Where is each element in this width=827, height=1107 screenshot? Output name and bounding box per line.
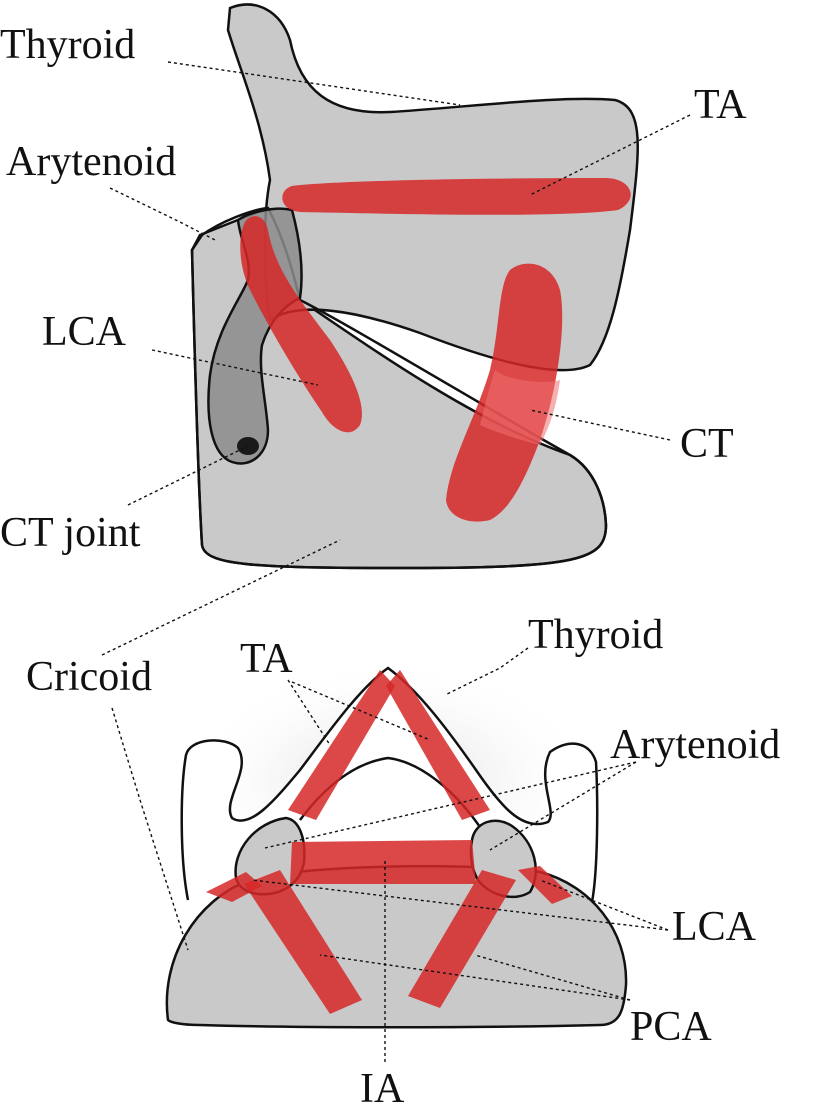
leader-lca-top-left (251, 879, 669, 931)
leader-ct-joint (127, 445, 249, 506)
pca-muscle-right-top (408, 870, 516, 1008)
label-arytenoid-top: Arytenoid (610, 722, 780, 768)
ia-muscle-top (290, 840, 476, 884)
leader-ta-top-right (291, 681, 431, 741)
lca-muscle-side (240, 216, 362, 433)
ta-muscle-side (282, 178, 631, 215)
label-lca-top: LCA (672, 904, 757, 950)
pca-muscle-left-top (244, 870, 362, 1014)
lca-muscle-left-top (206, 872, 262, 902)
label-lca-side: LCA (42, 309, 127, 355)
leader-ta-top-left (287, 679, 331, 746)
leader-ct-side (529, 409, 671, 441)
ta-muscle-right-top (386, 670, 490, 820)
lca-muscle-right-top (518, 866, 572, 904)
side-view: Thyroid TA Arytenoid LCA CT CT joint (0, 3, 747, 656)
label-ct-side: CT (680, 421, 734, 467)
leader-arytenoid-top-right (489, 761, 637, 851)
leader-lca-top-right (539, 879, 669, 931)
ta-muscle-left-top (288, 670, 395, 820)
label-cricoid-top: Cricoid (26, 654, 152, 700)
leader-pca-top-right (474, 954, 631, 1001)
label-pca-top: PCA (630, 1004, 712, 1050)
label-ta-side: TA (694, 82, 747, 128)
leader-cricoid-top (111, 707, 189, 951)
label-ta-top: TA (240, 636, 293, 682)
ct-muscle-highlight (480, 370, 560, 445)
label-thyroid-side: Thyroid (0, 22, 135, 68)
label-ct-joint: CT joint (0, 510, 141, 556)
label-ia-top: IA (360, 1066, 405, 1107)
leader-thyroid-side (167, 61, 461, 106)
leader-arytenoid-side (109, 187, 216, 241)
top-view: Cricoid TA Thyroid Arytenoid LCA PCA IA (26, 612, 780, 1107)
leader-cricoid-side (101, 539, 341, 656)
label-thyroid-top: Thyroid (528, 612, 663, 658)
leader-lca-side (151, 349, 319, 386)
label-arytenoid-side: Arytenoid (6, 139, 176, 185)
leader-pca-top-left (319, 954, 631, 1001)
